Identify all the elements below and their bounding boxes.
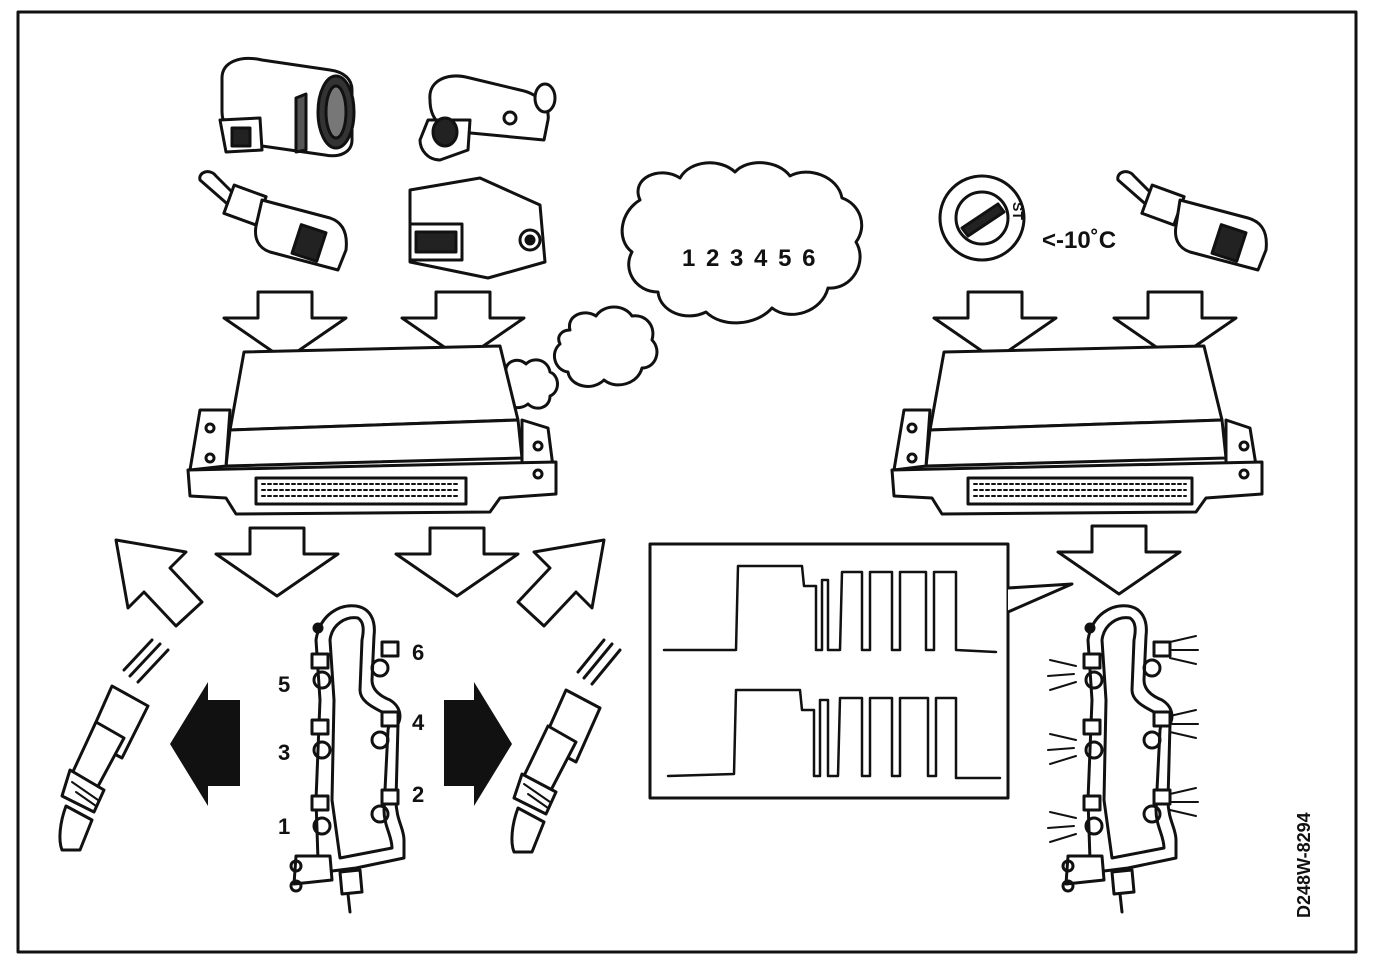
down-arrow-left-2 xyxy=(400,290,526,362)
injection-signal-panel xyxy=(648,542,1074,800)
thought-cloud-medium xyxy=(552,305,659,388)
down-arrow-right-2 xyxy=(1112,290,1238,362)
injector-number-5: 5 xyxy=(278,672,290,697)
fuel-rail-left-icon xyxy=(289,604,406,914)
frame-border xyxy=(16,10,1358,954)
thought-cloud-large xyxy=(620,161,864,325)
injector-number-3: 3 xyxy=(278,740,290,765)
temperature-sensor-icon xyxy=(198,170,348,272)
control-module-left-icon xyxy=(186,344,558,516)
coolant-temperature-sensor-icon xyxy=(1116,170,1268,272)
down-arrow-out-right xyxy=(1056,524,1182,596)
diagonal-arrow-left xyxy=(114,538,204,628)
ignition-switch-label: ST xyxy=(1010,202,1026,220)
waveform-lower xyxy=(666,688,1002,780)
figure-code-label: D248W-8294 xyxy=(1294,812,1314,918)
oxygen-sensor-right-icon xyxy=(510,638,622,854)
down-arrow-left-1 xyxy=(222,290,348,362)
down-arrow-right-1 xyxy=(932,290,1058,362)
diagonal-arrow-right xyxy=(516,538,606,628)
injector-spray-lines xyxy=(1047,635,1199,843)
crankshaft-sensor-icon xyxy=(418,74,557,162)
control-module-right-icon xyxy=(890,344,1264,516)
waveform-upper xyxy=(662,564,998,654)
cloud-digits-text: 1 2 3 4 5 6 xyxy=(682,245,817,272)
black-arrow-left xyxy=(170,682,240,806)
ignition-switch-icon xyxy=(938,174,1026,262)
fuel-rail-right-icon xyxy=(1061,604,1178,914)
black-arrow-right xyxy=(444,682,512,806)
down-arrow-out-2 xyxy=(394,526,520,598)
injector-number-6: 6 xyxy=(412,640,424,665)
injector-number-2: 2 xyxy=(412,782,424,807)
injector-number-1: 1 xyxy=(278,814,290,839)
down-arrow-out-1 xyxy=(214,526,340,598)
air-mass-meter-icon xyxy=(218,56,356,158)
oxygen-sensor-left-icon xyxy=(58,638,170,852)
injector-number-4: 4 xyxy=(412,710,425,735)
throttle-position-sensor-icon xyxy=(408,176,547,280)
temperature-label: <-10˚C xyxy=(1042,227,1116,254)
